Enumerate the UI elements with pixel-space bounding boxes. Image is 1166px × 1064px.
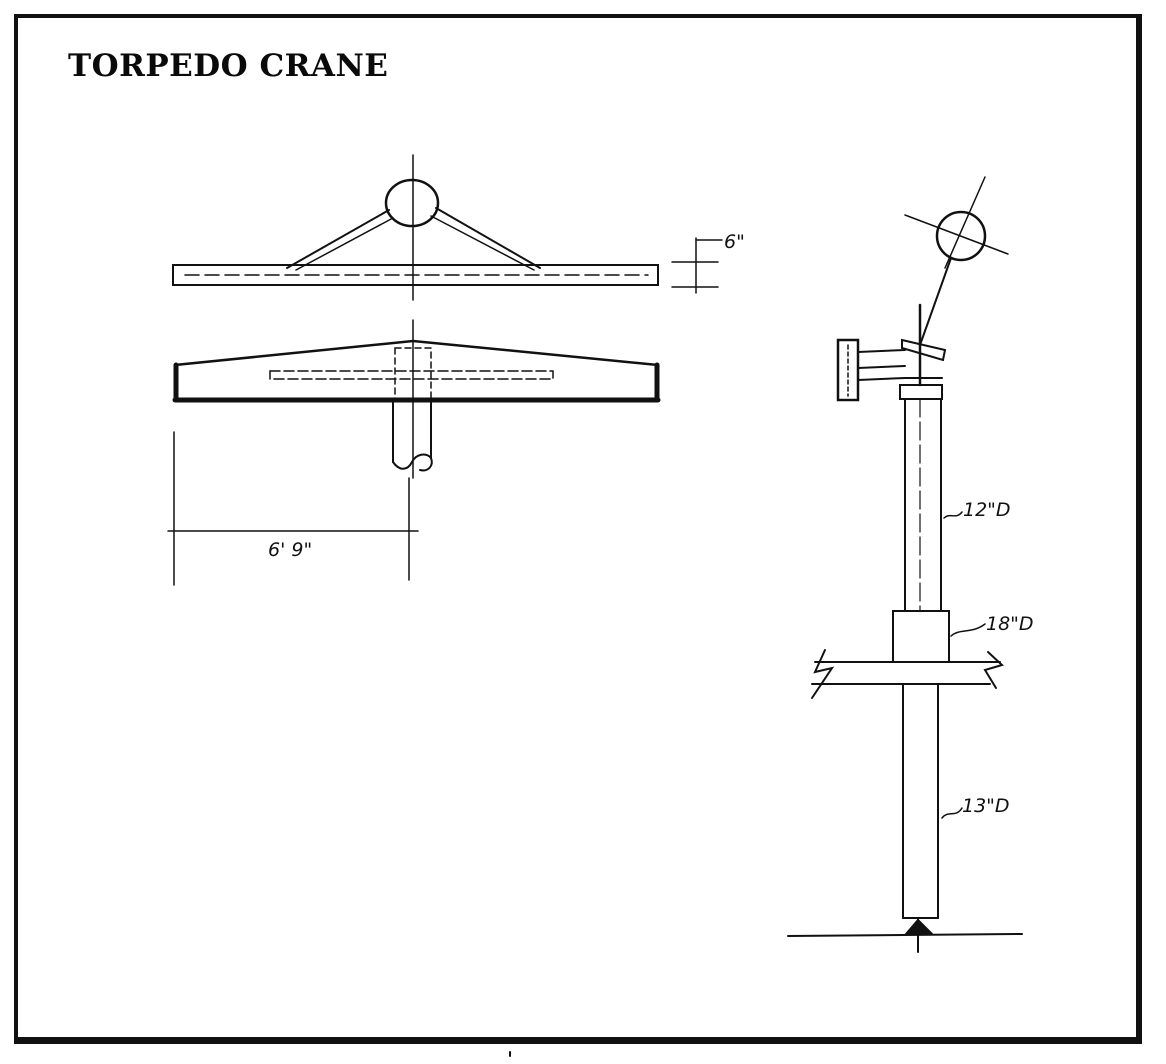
brace-left-b xyxy=(295,217,394,271)
bracket-arm-top xyxy=(857,349,906,353)
post-cap xyxy=(899,384,943,400)
beam-slot xyxy=(269,370,554,380)
bracket-hinge xyxy=(901,338,947,362)
lower-post-label: 13"D xyxy=(962,795,1010,817)
depth-dim-label: 6" xyxy=(724,231,745,253)
leader-upper-post xyxy=(943,511,963,519)
beam-hub-hidden xyxy=(394,347,432,401)
ground-line xyxy=(787,933,1023,937)
upper-post-label: 12"D xyxy=(963,499,1011,521)
brace-right-b xyxy=(430,215,535,271)
deck-break-right xyxy=(983,651,1004,689)
plan-view: 6" xyxy=(172,154,745,301)
side-bracket-plate xyxy=(836,338,860,402)
plan-beam xyxy=(172,264,659,286)
brace-left xyxy=(286,209,390,269)
sheave-circle xyxy=(384,178,440,228)
deck-collar xyxy=(892,610,950,663)
sheave-crosshair-a xyxy=(904,214,1009,255)
bracket-arm-mid xyxy=(857,365,906,369)
jib-arm xyxy=(919,257,952,346)
leader-collar xyxy=(950,623,986,637)
side-sheave xyxy=(935,210,987,262)
bracket-arm-bottom xyxy=(857,377,906,381)
side-view: 12"D 18"D 13"D xyxy=(787,176,1034,953)
elevation-view: 6' 9" xyxy=(167,319,661,586)
post-break-symbol xyxy=(392,453,433,472)
deck-break-left xyxy=(811,649,835,699)
span-dim-label: 6' 9" xyxy=(268,539,312,561)
drawing-title: TORPEDO CRANE xyxy=(68,48,389,84)
brace-right xyxy=(435,207,541,269)
collar-label: 18"D xyxy=(986,613,1034,635)
sheave-crosshair-b xyxy=(944,176,986,269)
leader-lower-post xyxy=(941,807,963,819)
border-frame xyxy=(14,14,1142,1044)
